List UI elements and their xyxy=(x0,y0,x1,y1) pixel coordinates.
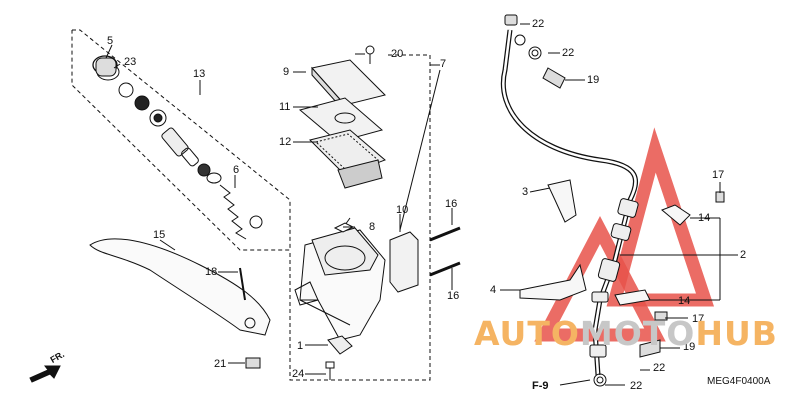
watermark-part-auto: AUTO xyxy=(474,314,580,353)
part-label-22-second: 22 xyxy=(562,47,575,59)
front-direction-arrow xyxy=(29,365,61,383)
part-label-22-top: 22 xyxy=(532,18,545,30)
part-label-9: 9 xyxy=(283,66,290,78)
part-label-5: 5 xyxy=(107,35,114,47)
part-label-15: 15 xyxy=(153,229,166,241)
piston-kit xyxy=(92,55,263,240)
part-label-16-lower: 16 xyxy=(447,290,460,302)
drawing-code: MEG4F0400A xyxy=(707,376,771,387)
watermark-part-hub: HUB xyxy=(695,314,778,353)
master-cylinder-body xyxy=(294,217,386,380)
assembly-bracket-13 xyxy=(71,29,291,251)
part-label-23: 23 xyxy=(124,56,137,68)
part-label-6: 6 xyxy=(233,164,240,176)
part-label-3: 3 xyxy=(522,186,529,198)
brake-hose xyxy=(500,14,661,387)
part-label-16-upper: 16 xyxy=(445,198,458,210)
reference-label: F-9 xyxy=(532,380,549,392)
brake-lever xyxy=(89,238,271,369)
part-label-4: 4 xyxy=(490,284,497,296)
watermark-part-moto: MOTO xyxy=(579,314,696,353)
part-label-18: 18 xyxy=(205,266,218,278)
part-label-14-lower: 14 xyxy=(678,295,691,307)
part-label-14-upper: 14 xyxy=(698,212,711,224)
part-label-2: 2 xyxy=(740,249,747,261)
part-label-19-top: 19 xyxy=(587,74,600,86)
part-label-1: 1 xyxy=(297,340,304,352)
master-cylinder-holder xyxy=(389,226,461,293)
part-label-17-right: 17 xyxy=(712,169,725,181)
part-label-13: 13 xyxy=(193,68,206,80)
part-label-7: 7 xyxy=(440,58,447,70)
part-label-12: 12 xyxy=(279,136,292,148)
part-label-20: 20 xyxy=(391,48,404,60)
watermark-logo-text: AUTOMOTOHUB xyxy=(474,316,778,352)
hose-clamps xyxy=(519,179,725,321)
part-label-22-third: 22 xyxy=(653,362,666,374)
part-label-21: 21 xyxy=(214,358,227,370)
part-label-10: 10 xyxy=(396,204,409,216)
part-label-11: 11 xyxy=(279,101,291,113)
part-label-17-lower: 17 xyxy=(692,313,705,325)
part-label-8: 8 xyxy=(369,221,376,233)
part-label-22-bottom: 22 xyxy=(630,380,643,392)
leader-lines xyxy=(105,23,738,386)
reservoir-cap-set xyxy=(298,45,386,189)
part-label-24: 24 xyxy=(292,368,305,380)
part-label-19-lower: 19 xyxy=(683,341,696,353)
watermark-triangle-logo xyxy=(534,127,715,342)
assembly-bracket-7 xyxy=(289,54,431,381)
